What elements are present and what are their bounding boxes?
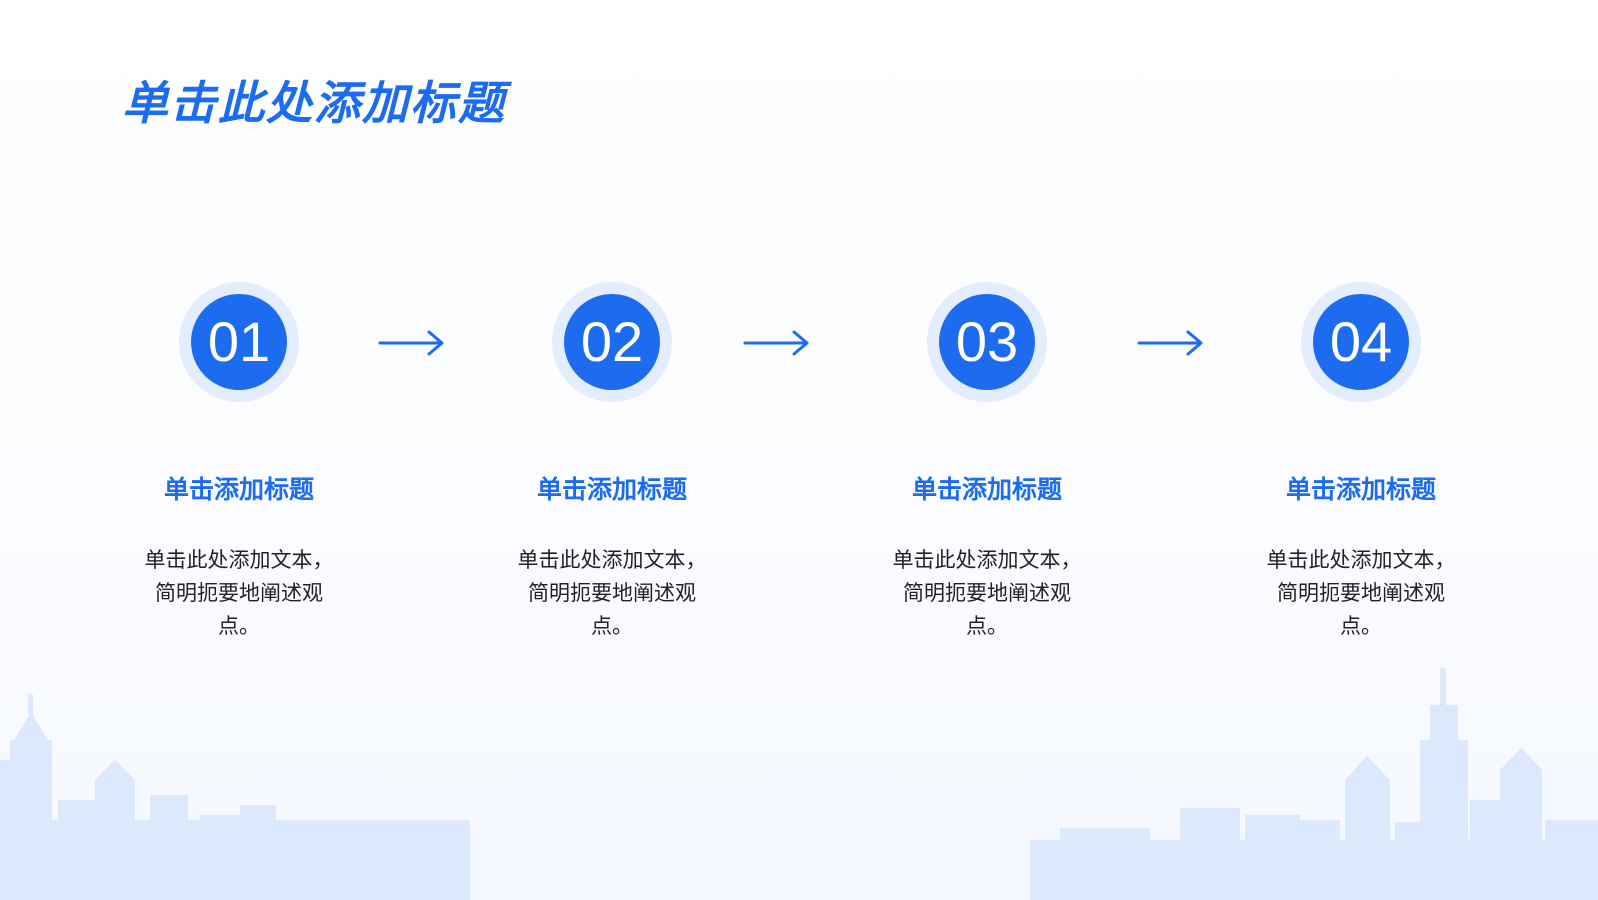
step-title[interactable]: 单击添加标题 bbox=[1285, 475, 1436, 504]
arrow-right-icon bbox=[1137, 330, 1203, 356]
step-description[interactable]: 单击此处添加文本，简明扼要地阐述观点。 bbox=[144, 548, 334, 638]
step-title[interactable]: 单击添加标题 bbox=[163, 475, 314, 504]
step-title[interactable]: 单击添加标题 bbox=[911, 475, 1062, 504]
step-number-badge: 04 bbox=[1313, 294, 1409, 390]
step-number-badge: 01 bbox=[191, 294, 287, 390]
step-number-badge: 03 bbox=[939, 294, 1035, 390]
arrow-right-icon bbox=[378, 330, 444, 356]
step-description[interactable]: 单击此处添加文本，简明扼要地阐述观点。 bbox=[1266, 548, 1456, 638]
step-number-badge: 02 bbox=[564, 294, 660, 390]
arrow-right-icon bbox=[743, 330, 809, 356]
step-circle-halo: 04 bbox=[1301, 282, 1421, 402]
step-title[interactable]: 单击添加标题 bbox=[536, 475, 687, 504]
page-title[interactable]: 单击此处添加标题 bbox=[122, 76, 506, 130]
step-description[interactable]: 单击此处添加文本，简明扼要地阐述观点。 bbox=[517, 548, 707, 638]
step-circle-halo: 01 bbox=[179, 282, 299, 402]
step-description[interactable]: 单击此处添加文本，简明扼要地阐述观点。 bbox=[892, 548, 1082, 638]
step-circle-halo: 02 bbox=[552, 282, 672, 402]
step-circle-halo: 03 bbox=[927, 282, 1047, 402]
